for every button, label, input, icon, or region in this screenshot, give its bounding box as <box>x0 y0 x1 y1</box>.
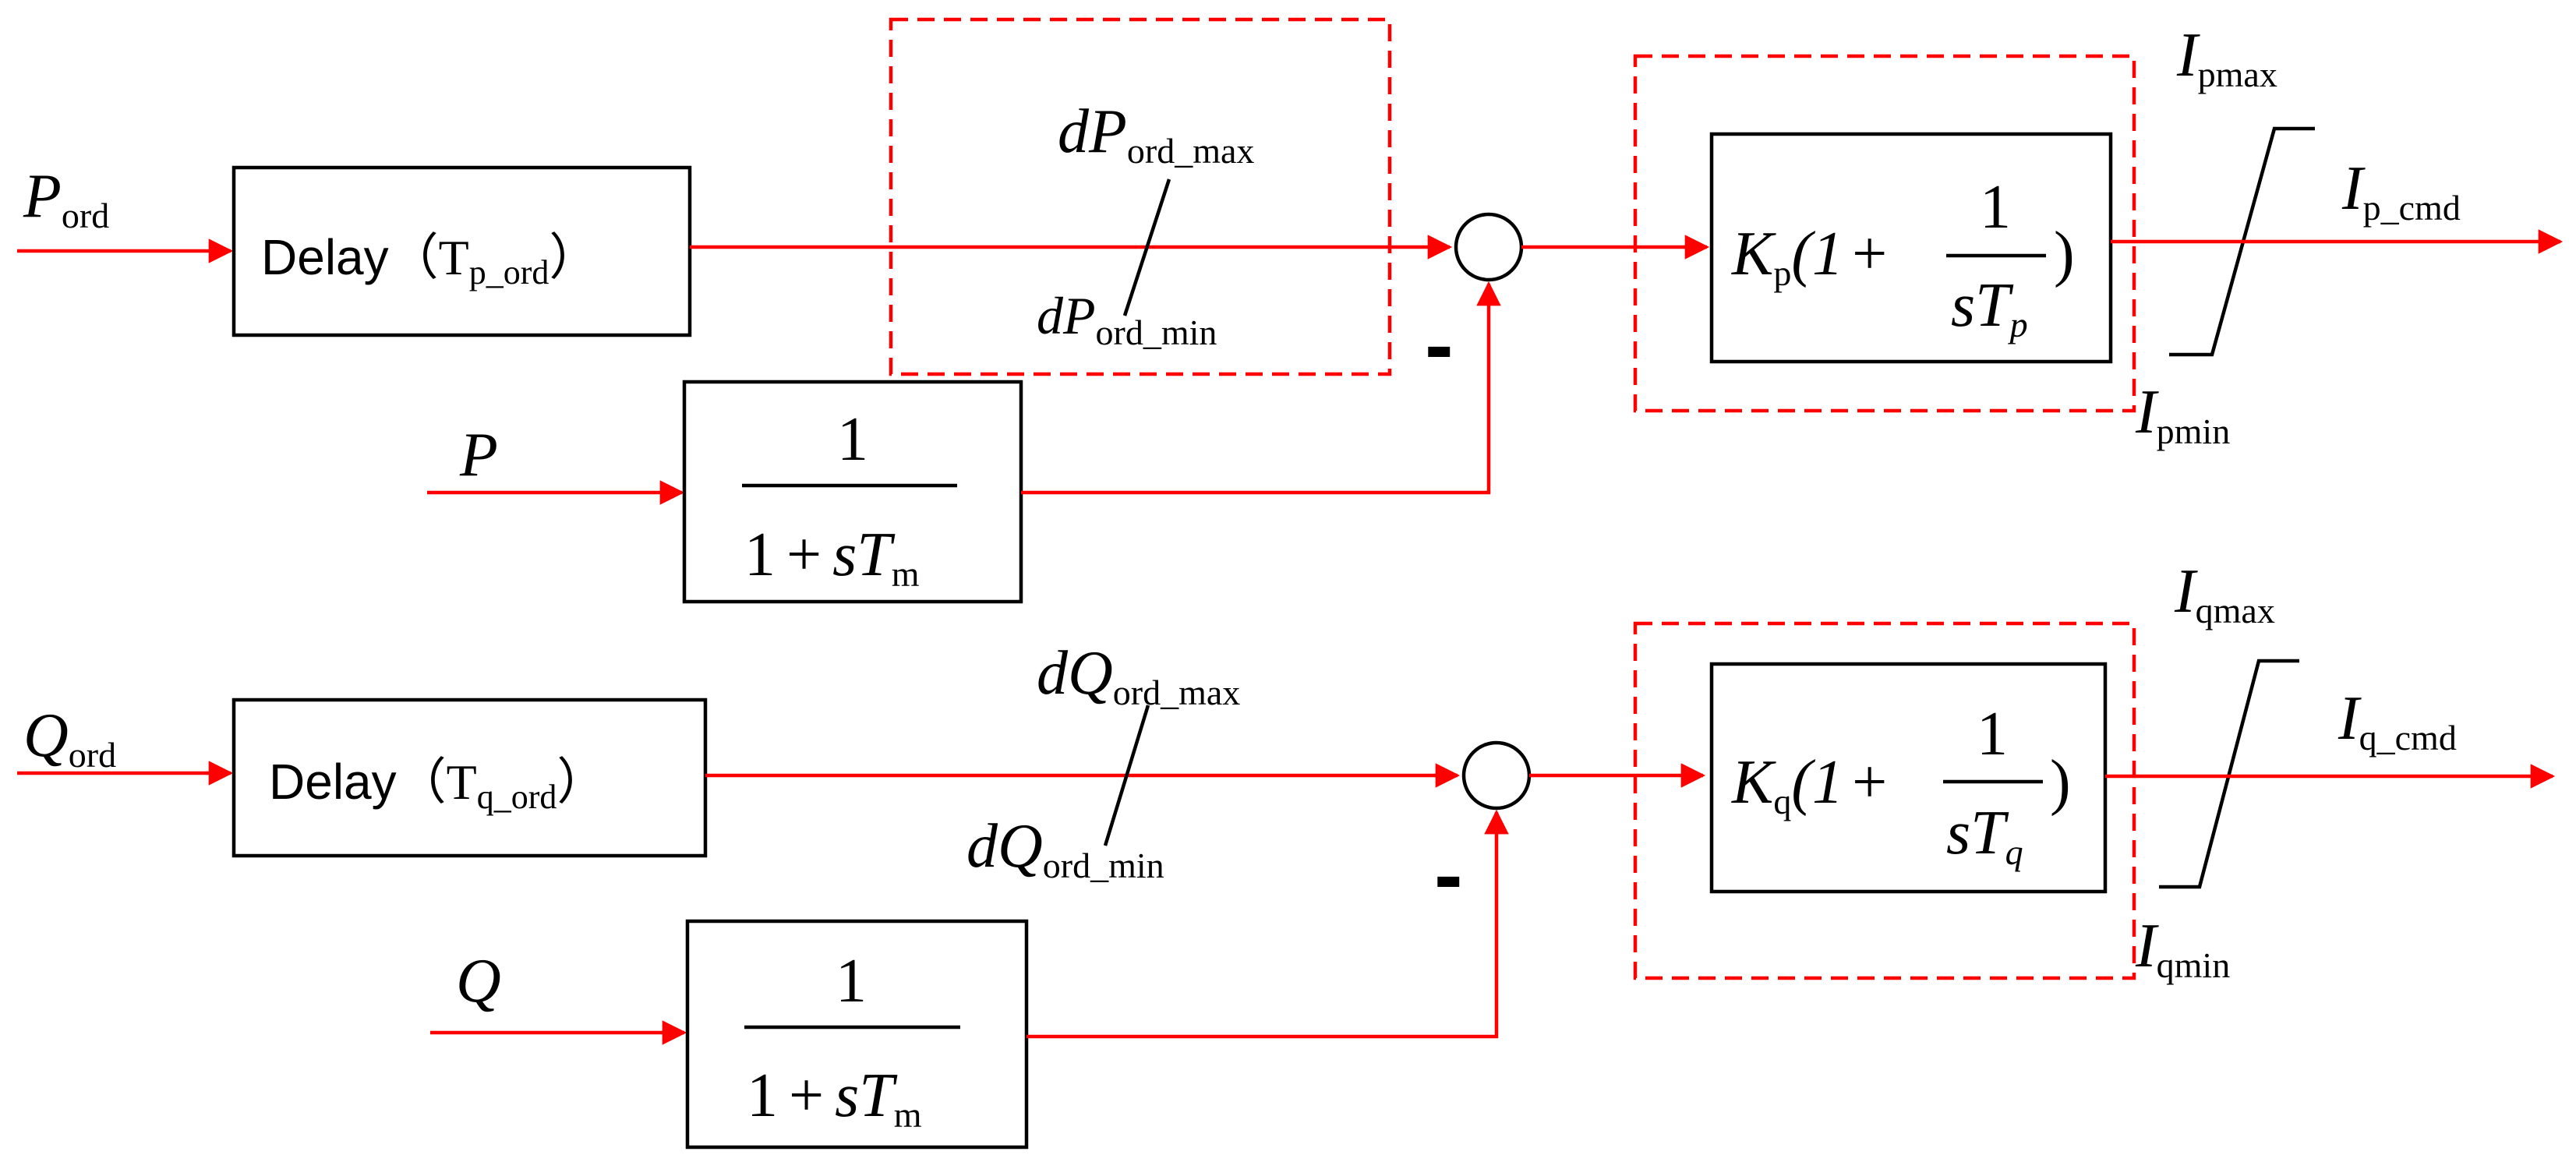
q-ord-input-label: Qord <box>23 701 116 775</box>
q-delay-label: Delay（Tq_ord） <box>269 754 606 816</box>
q-feedback-line <box>1027 809 1509 1039</box>
p-filter-denominator: 1+sTm <box>744 521 920 594</box>
q-rate-limit-max-label: dQord_max <box>1037 639 1240 712</box>
q-pi-dashed-box <box>1633 621 2136 980</box>
p-output-label: Ip_cmd <box>2341 154 2461 228</box>
q-delay-block <box>231 698 708 858</box>
q-limit-min-label: Iqmin <box>2135 912 2230 985</box>
p-limit-min-label: Ipmin <box>2135 378 2230 451</box>
p-feedback-input-label: P <box>459 421 498 489</box>
q-minus-sign: - <box>1434 827 1463 923</box>
q-pi-gain: Kq(1+ <box>1731 748 1890 821</box>
q-rate-limit-min-label: dQord_min <box>966 812 1164 885</box>
p-feedback-line <box>1021 281 1501 495</box>
q-filter-numerator: 1 <box>836 947 867 1015</box>
p-rate-limit-max-label: dPord_max <box>1058 97 1254 171</box>
q-pi-close-paren: ) <box>2050 748 2071 817</box>
p-limit-max-label: Ipmax <box>2176 21 2277 94</box>
p-rate-limit-box <box>889 17 1392 376</box>
p-filter-numerator: 1 <box>837 405 868 474</box>
p-pi-close-paren: ) <box>2054 220 2075 288</box>
q-summing-junction <box>1461 740 1532 811</box>
p-ord-input-label: Pord <box>23 162 109 235</box>
p-filter-block <box>682 380 1023 604</box>
q-feedback-input-label: Q <box>456 947 501 1015</box>
p-pi-denominator: sTp <box>1951 271 2028 344</box>
p-pi-dashed-box <box>1633 54 2136 413</box>
p-pi-gain: Kp(1+ <box>1731 220 1890 293</box>
p-delay-label: Delay（Tp_ord） <box>261 229 599 291</box>
p-delay-block <box>231 165 692 337</box>
q-pi-numerator: 1 <box>1977 700 2008 768</box>
p-rate-limit-min-label: dPord_min <box>1037 286 1217 352</box>
p-rate-limit-slash <box>1122 178 1171 316</box>
p-pi-block <box>1709 132 2113 364</box>
active-power-path: Pord Delay（Tp_ord） dPord_max dPord_min P… <box>17 17 2564 604</box>
q-rate-limit-slash <box>1103 705 1150 846</box>
q-filter-block <box>685 919 1029 1150</box>
q-limit-max-label: Iqmax <box>2174 557 2275 630</box>
q-output-label: Iq_cmd <box>2337 684 2457 758</box>
q-pi-block <box>1709 662 2108 894</box>
q-current-limiter <box>2159 659 2299 889</box>
p-pi-numerator: 1 <box>1980 173 2011 242</box>
p-minus-sign: - <box>1425 297 1454 393</box>
q-filter-denominator: 1+sTm <box>747 1061 922 1135</box>
reactive-power-path: Qord Delay（Tq_ord） dQord_max dQord_min Q… <box>17 557 2556 1150</box>
p-summing-junction <box>1454 212 1524 282</box>
q-pi-denominator: sTq <box>1946 799 2023 872</box>
